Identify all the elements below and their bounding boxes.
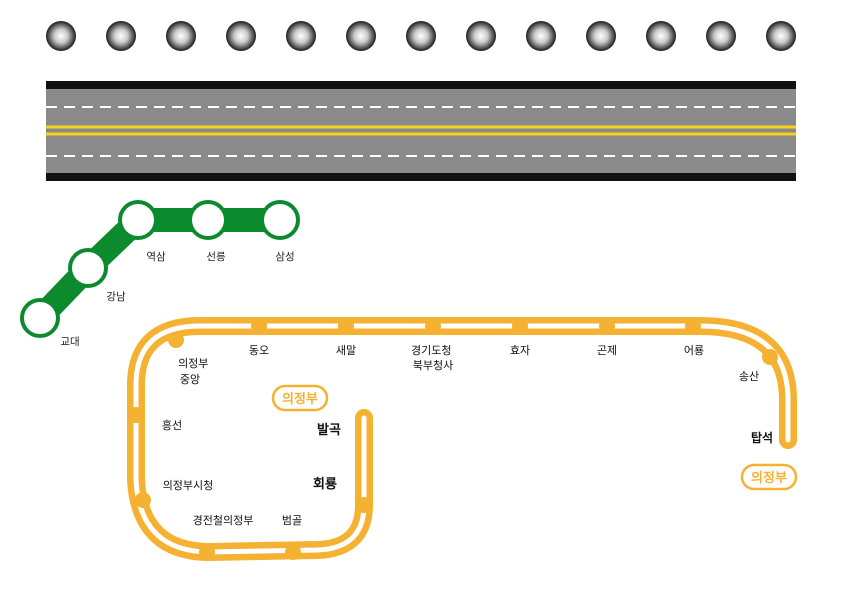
- street-lamp-2: [106, 21, 136, 51]
- station-marker-seolleung[interactable]: [188, 200, 228, 240]
- street-lamp-7: [406, 21, 436, 51]
- station-label-central-line1: 의정부: [178, 357, 208, 370]
- station-dot-saemal[interactable]: [338, 318, 354, 334]
- street-lamp-8: [466, 21, 496, 51]
- station-label-tapseok: 탑석: [751, 431, 773, 445]
- station-dot-eoryong[interactable]: [685, 318, 701, 334]
- street-lamp-12: [706, 21, 736, 51]
- station-label-gangnam: 강남: [106, 291, 126, 303]
- station-dot-gonje[interactable]: [599, 318, 615, 334]
- street-lamp-11: [646, 21, 676, 51]
- station-label-central: 의정부 중앙: [178, 357, 212, 386]
- station-dot-hyoja[interactable]: [512, 318, 528, 334]
- station-dot-central[interactable]: [168, 332, 184, 348]
- station-marker-yeoksam[interactable]: [118, 200, 158, 240]
- street-lamp-4: [226, 21, 256, 51]
- station-label-gyeongjeon: 경전철의정부: [193, 514, 254, 527]
- station-label-yeoksam: 역삼: [146, 251, 166, 263]
- station-dot-provincial[interactable]: [425, 318, 441, 334]
- station-label-heungseon: 흥선: [162, 418, 182, 432]
- street-lamp-9: [526, 21, 556, 51]
- street-lamp-1: [46, 21, 76, 51]
- road: [46, 81, 796, 181]
- street-lamp-3: [166, 21, 196, 51]
- yellow-line: 발곡 회룡 범골 경전철의정부 의정부시청 흥선 의정부 중앙 동오 새말 경기…: [127, 317, 798, 561]
- station-dot-gyeongjeon[interactable]: [199, 544, 215, 560]
- green-line: 교대 강남 역삼 선릉 삼성: [20, 200, 300, 348]
- station-dot-hoeryong[interactable]: [356, 497, 372, 513]
- station-label-provincial: 경기도청 북부청사: [411, 344, 455, 372]
- station-label-hoeryong: 회룡: [313, 476, 337, 492]
- street-lamp-13: [766, 21, 796, 51]
- terminal-badge-left-text: 의정부: [282, 391, 318, 407]
- station-label-beomgol: 범골: [282, 514, 302, 527]
- station-label-dongo: 동오: [249, 344, 269, 357]
- station-label-provincial-line2: 북부청사: [413, 359, 453, 372]
- station-label-hyoja: 효자: [510, 344, 530, 357]
- terminal-badge-right-text: 의정부: [751, 470, 787, 486]
- station-label-samseong: 삼성: [275, 251, 294, 263]
- station-label-central-line2: 중앙: [180, 373, 200, 386]
- station-label-gonje: 곤제: [597, 344, 617, 357]
- terminal-badge-right[interactable]: [740, 463, 798, 491]
- station-label-balgok: 발곡: [317, 422, 341, 438]
- road-asphalt: [46, 89, 796, 173]
- station-label-provincial-line1: 경기도청: [411, 344, 451, 357]
- station-dot-dongo[interactable]: [251, 318, 267, 334]
- street-lamp-6: [346, 21, 376, 51]
- station-label-saemal: 새말: [336, 344, 356, 357]
- station-label-songsan: 송산: [739, 370, 759, 383]
- station-marker-samseong[interactable]: [260, 200, 300, 240]
- station-dot-beomgol[interactable]: [285, 544, 301, 560]
- street-lamp-row: [46, 21, 796, 51]
- station-marker-gangnam[interactable]: [68, 248, 108, 288]
- station-label-city-hall: 의정부시청: [163, 479, 214, 492]
- yellow-line-track-inner: [133, 323, 791, 555]
- station-label-eoryong: 어룡: [684, 344, 704, 357]
- station-label-seolleung: 선릉: [206, 251, 226, 263]
- street-lamp-5: [286, 21, 316, 51]
- station-dot-heungseon[interactable]: [128, 407, 144, 423]
- station-label-gyodae: 교대: [60, 336, 79, 348]
- station-marker-gyodae[interactable]: [20, 298, 60, 338]
- station-dot-songsan[interactable]: [762, 349, 778, 365]
- station-dot-city-hall[interactable]: [135, 492, 151, 508]
- street-lamp-10: [586, 21, 616, 51]
- terminal-badge-left[interactable]: [271, 384, 329, 412]
